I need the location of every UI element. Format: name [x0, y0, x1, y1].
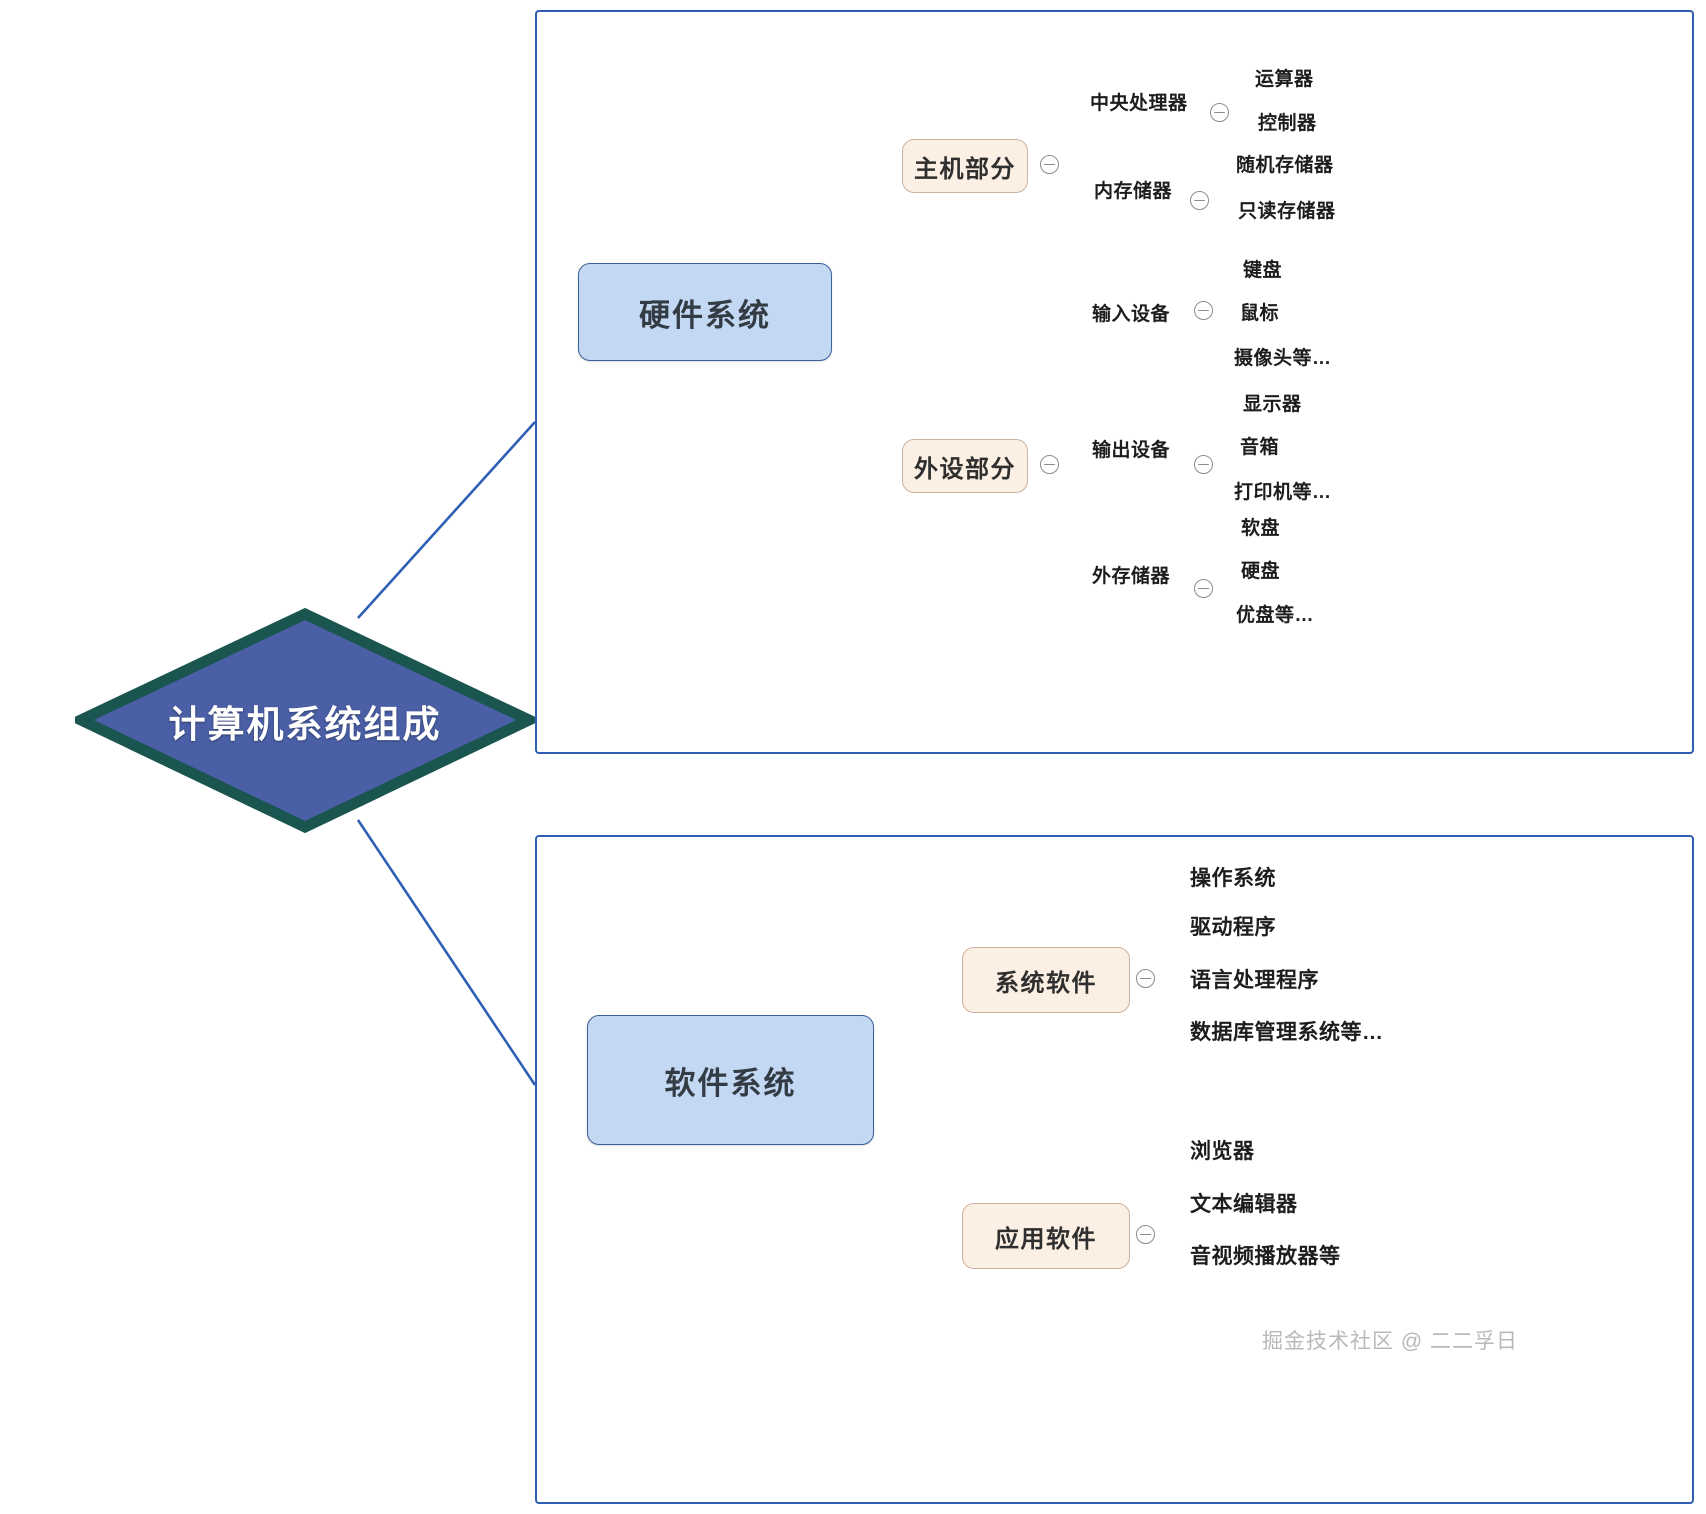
node-output-device[interactable]: 输出设备 [1092, 440, 1171, 461]
collapse-toggle-storage[interactable] [1194, 579, 1213, 598]
node-input-device[interactable]: 输入设备 [1092, 304, 1171, 325]
leaf-rom[interactable]: 只读存储器 [1238, 201, 1336, 222]
root-label: 计算机系统组成 [168, 703, 442, 745]
collapse-toggle-output[interactable] [1194, 455, 1213, 474]
root-node[interactable]: 计算机系统组成 [75, 608, 535, 833]
leaf-alu[interactable]: 运算器 [1255, 69, 1314, 90]
edge-root-software [356, 819, 537, 1086]
leaf-operating-system[interactable]: 操作系统 [1190, 867, 1276, 890]
leaf-floppy[interactable]: 软盘 [1241, 518, 1281, 539]
leaf-camera[interactable]: 摄像头等… [1234, 348, 1332, 369]
leaf-driver-program[interactable]: 驱动程序 [1190, 916, 1276, 939]
leaf-harddisk[interactable]: 硬盘 [1241, 561, 1281, 582]
edge-root-hardware [357, 421, 536, 619]
leaf-controller[interactable]: 控制器 [1258, 113, 1317, 134]
diamond-shape [75, 608, 535, 833]
leaf-text-editor[interactable]: 文本编辑器 [1190, 1193, 1298, 1216]
collapse-toggle-input[interactable] [1194, 301, 1213, 320]
node-memory[interactable]: 内存储器 [1094, 181, 1173, 202]
collapse-toggle-peripheral[interactable] [1040, 455, 1059, 474]
collapse-toggle-system-software[interactable] [1136, 969, 1155, 988]
software-panel [535, 835, 1694, 1504]
collapse-toggle-application-software[interactable] [1136, 1225, 1155, 1244]
branch-node-software[interactable]: 软件系统 [587, 1015, 874, 1145]
node-cpu[interactable]: 中央处理器 [1090, 93, 1188, 114]
leaf-mouse[interactable]: 鼠标 [1240, 303, 1280, 324]
collapse-toggle-memory[interactable] [1190, 191, 1209, 210]
watermark-label: 掘金技术社区 @ 二二孚日 [1262, 1330, 1518, 1353]
leaf-database-system[interactable]: 数据库管理系统等… [1190, 1021, 1384, 1044]
branch-node-hardware[interactable]: 硬件系统 [578, 263, 832, 361]
hardware-panel [535, 10, 1694, 754]
leaf-ram[interactable]: 随机存储器 [1236, 155, 1334, 176]
leaf-language-processor[interactable]: 语言处理程序 [1190, 969, 1319, 992]
leaf-browser[interactable]: 浏览器 [1190, 1140, 1255, 1163]
leaf-media-player[interactable]: 音视频播放器等 [1190, 1245, 1341, 1268]
sub-node-host[interactable]: 主机部分 [902, 139, 1028, 193]
collapse-toggle-host[interactable] [1040, 155, 1059, 174]
leaf-monitor[interactable]: 显示器 [1243, 394, 1302, 415]
sub-node-application-software[interactable]: 应用软件 [962, 1203, 1130, 1269]
leaf-speaker[interactable]: 音箱 [1240, 437, 1280, 458]
leaf-keyboard[interactable]: 键盘 [1243, 260, 1283, 281]
sub-node-system-software[interactable]: 系统软件 [962, 947, 1130, 1013]
sub-node-peripheral[interactable]: 外设部分 [902, 439, 1028, 493]
leaf-usb-drive[interactable]: 优盘等… [1236, 605, 1315, 626]
collapse-toggle-cpu[interactable] [1210, 103, 1229, 122]
leaf-printer[interactable]: 打印机等… [1234, 482, 1332, 503]
node-external-storage[interactable]: 外存储器 [1092, 566, 1171, 587]
